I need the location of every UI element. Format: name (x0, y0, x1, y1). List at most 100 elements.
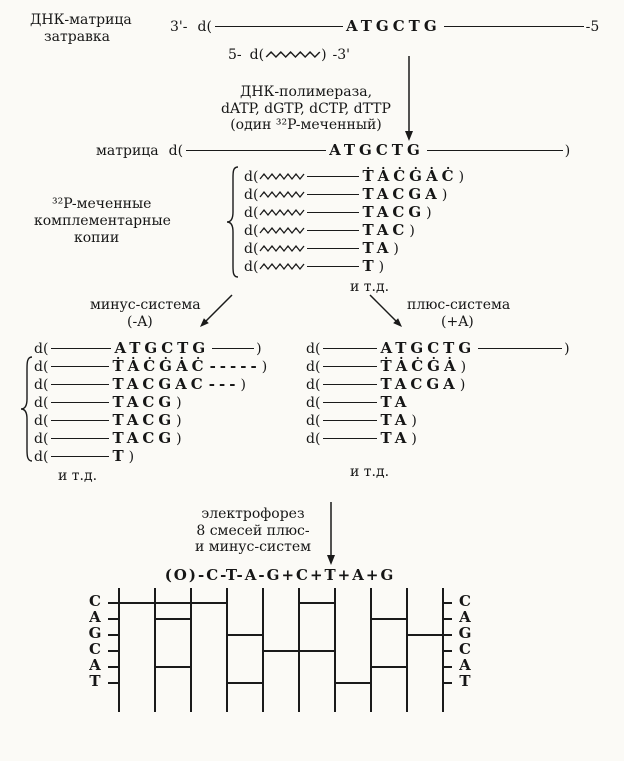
gel-band (298, 650, 334, 652)
gel-ladder-tick-right (442, 602, 452, 604)
left-brace-icon (20, 356, 33, 462)
dna-template-label: ДНК-матрица (30, 12, 132, 28)
squiggle-primer-icon (259, 190, 305, 199)
squiggle-primer-icon (259, 244, 305, 253)
gel-lane-line (406, 588, 408, 712)
template-strand-row: 3'- d( ATGCTG -5 (170, 18, 599, 35)
close-paren: ) (176, 394, 182, 411)
strand-line (323, 437, 378, 440)
strand-line (51, 419, 110, 422)
gel-lane-line (334, 588, 336, 712)
minus-system-subtitle: (-A) (127, 314, 153, 330)
gel-right-letter: G (458, 624, 472, 642)
close-paren: ) (564, 340, 570, 357)
gel-left-letter: A (89, 608, 101, 626)
strand-line (51, 383, 110, 386)
gel-left-letter: A (89, 656, 101, 674)
strand-line (323, 419, 378, 422)
copy-sequence: TACG (362, 203, 426, 221)
close-paren: ) (378, 258, 385, 275)
gel-left-letter: G (88, 624, 102, 642)
copy-row: d( TACGA ) (244, 186, 447, 203)
plus-product-row: d( TACGA ) (306, 376, 465, 393)
gel-lane-line (154, 588, 156, 712)
product-sequence: TACG (112, 429, 176, 447)
plus-system-subtitle: (+A) (441, 314, 474, 330)
plus-product-row: d( TA (306, 394, 411, 411)
d-open: d( (306, 358, 321, 375)
close-paren: ) (176, 412, 182, 429)
product-sequence: TACG (112, 411, 176, 429)
template-sequence: ATGCTG (114, 339, 210, 357)
close-paren: ) (176, 430, 182, 447)
strand-line (307, 247, 360, 250)
close-paren: ) (426, 204, 432, 221)
strand-line (51, 401, 110, 404)
strand-line (307, 265, 360, 268)
minus-template-row: d( ATGCTG ) (34, 340, 262, 357)
plus-product-row: d( ṪȦĊĠȦ ) (306, 358, 466, 375)
product-sequence: ṪȦĊĠȦ (380, 357, 460, 375)
gel-band (154, 618, 190, 620)
gel-right-letter: T (459, 672, 471, 690)
copy-row: d( ṪȦĊĠȦĊ ) (244, 168, 464, 185)
gel-ladder-tick-left (108, 650, 118, 652)
strand-line (212, 347, 255, 350)
minus-system-title: минус-система (90, 297, 201, 313)
left-brace-icon (226, 166, 239, 278)
minus-product-row: d( ṪȦĊĠȦĊ ----- ) (34, 358, 267, 375)
d-open: d( (306, 430, 321, 447)
d-open: d( (306, 376, 321, 393)
gel-band (262, 650, 298, 652)
gel-ladder-tick-right (442, 634, 452, 636)
arrow-down-left-icon (200, 294, 233, 327)
plus-template-row: d( ATGCTG ) (306, 340, 570, 357)
gel-lane-line (370, 588, 372, 712)
minus-product-row: d( TACGAC --- ) (34, 376, 246, 393)
copy-sequence: TA (362, 239, 393, 257)
product-sequence: TACGA (380, 375, 459, 393)
d-open: d( (244, 186, 259, 203)
strand-line (307, 175, 360, 178)
five-prime-end-label: -5 (585, 18, 600, 35)
d-open: d( (244, 258, 259, 275)
gel-right-letter: A (459, 656, 471, 674)
etc-label: и т.д. (350, 279, 390, 295)
copies-label-line: ³²P-меченные (52, 196, 152, 212)
close-paren: ) (460, 358, 467, 375)
enzyme-annotation: ДНК-полимераза, dATP, dGTP, dCTP, dTTP (… (212, 84, 400, 134)
product-sequence: TA (380, 429, 411, 447)
gel-ladder-tick-right (442, 618, 452, 620)
copies-label-line: комплементарные (34, 213, 171, 229)
gel-right-letter: C (459, 592, 471, 610)
plus-product-row: d( TA ) (306, 412, 417, 429)
strand-line (323, 383, 378, 386)
copy-sequence: TAC (362, 221, 409, 239)
strand-line (323, 347, 378, 350)
gel-ladder-tick-left (108, 618, 118, 620)
minus-product-row: d( TACG ) (34, 430, 182, 447)
product-sequence: TACGAC (112, 375, 207, 393)
gel-band (298, 602, 334, 604)
close-paren: ) (321, 46, 327, 63)
copy-row: d( TAC ) (244, 222, 415, 239)
copies-label-line: копии (74, 230, 120, 246)
strand-line (323, 365, 378, 368)
three-prime-end-label: 3'- (170, 18, 188, 35)
strand-line (443, 25, 584, 28)
squiggle-primer-icon (259, 208, 305, 217)
gel-band (406, 634, 442, 636)
d-open: d( (34, 448, 49, 465)
close-paren: ) (411, 412, 417, 429)
strand-line (307, 229, 360, 232)
strand-line (323, 401, 378, 404)
template-sequence: ATGCTG (345, 17, 441, 35)
gel-band (190, 602, 226, 604)
squiggle-primer-icon (259, 172, 305, 181)
gel-ladder-tick-left (108, 634, 118, 636)
product-sequence: TA (380, 393, 411, 411)
squiggle-primer-icon (265, 50, 321, 59)
strand-line (186, 149, 327, 152)
electrophoresis-line: 8 смесей плюс- (196, 522, 310, 539)
